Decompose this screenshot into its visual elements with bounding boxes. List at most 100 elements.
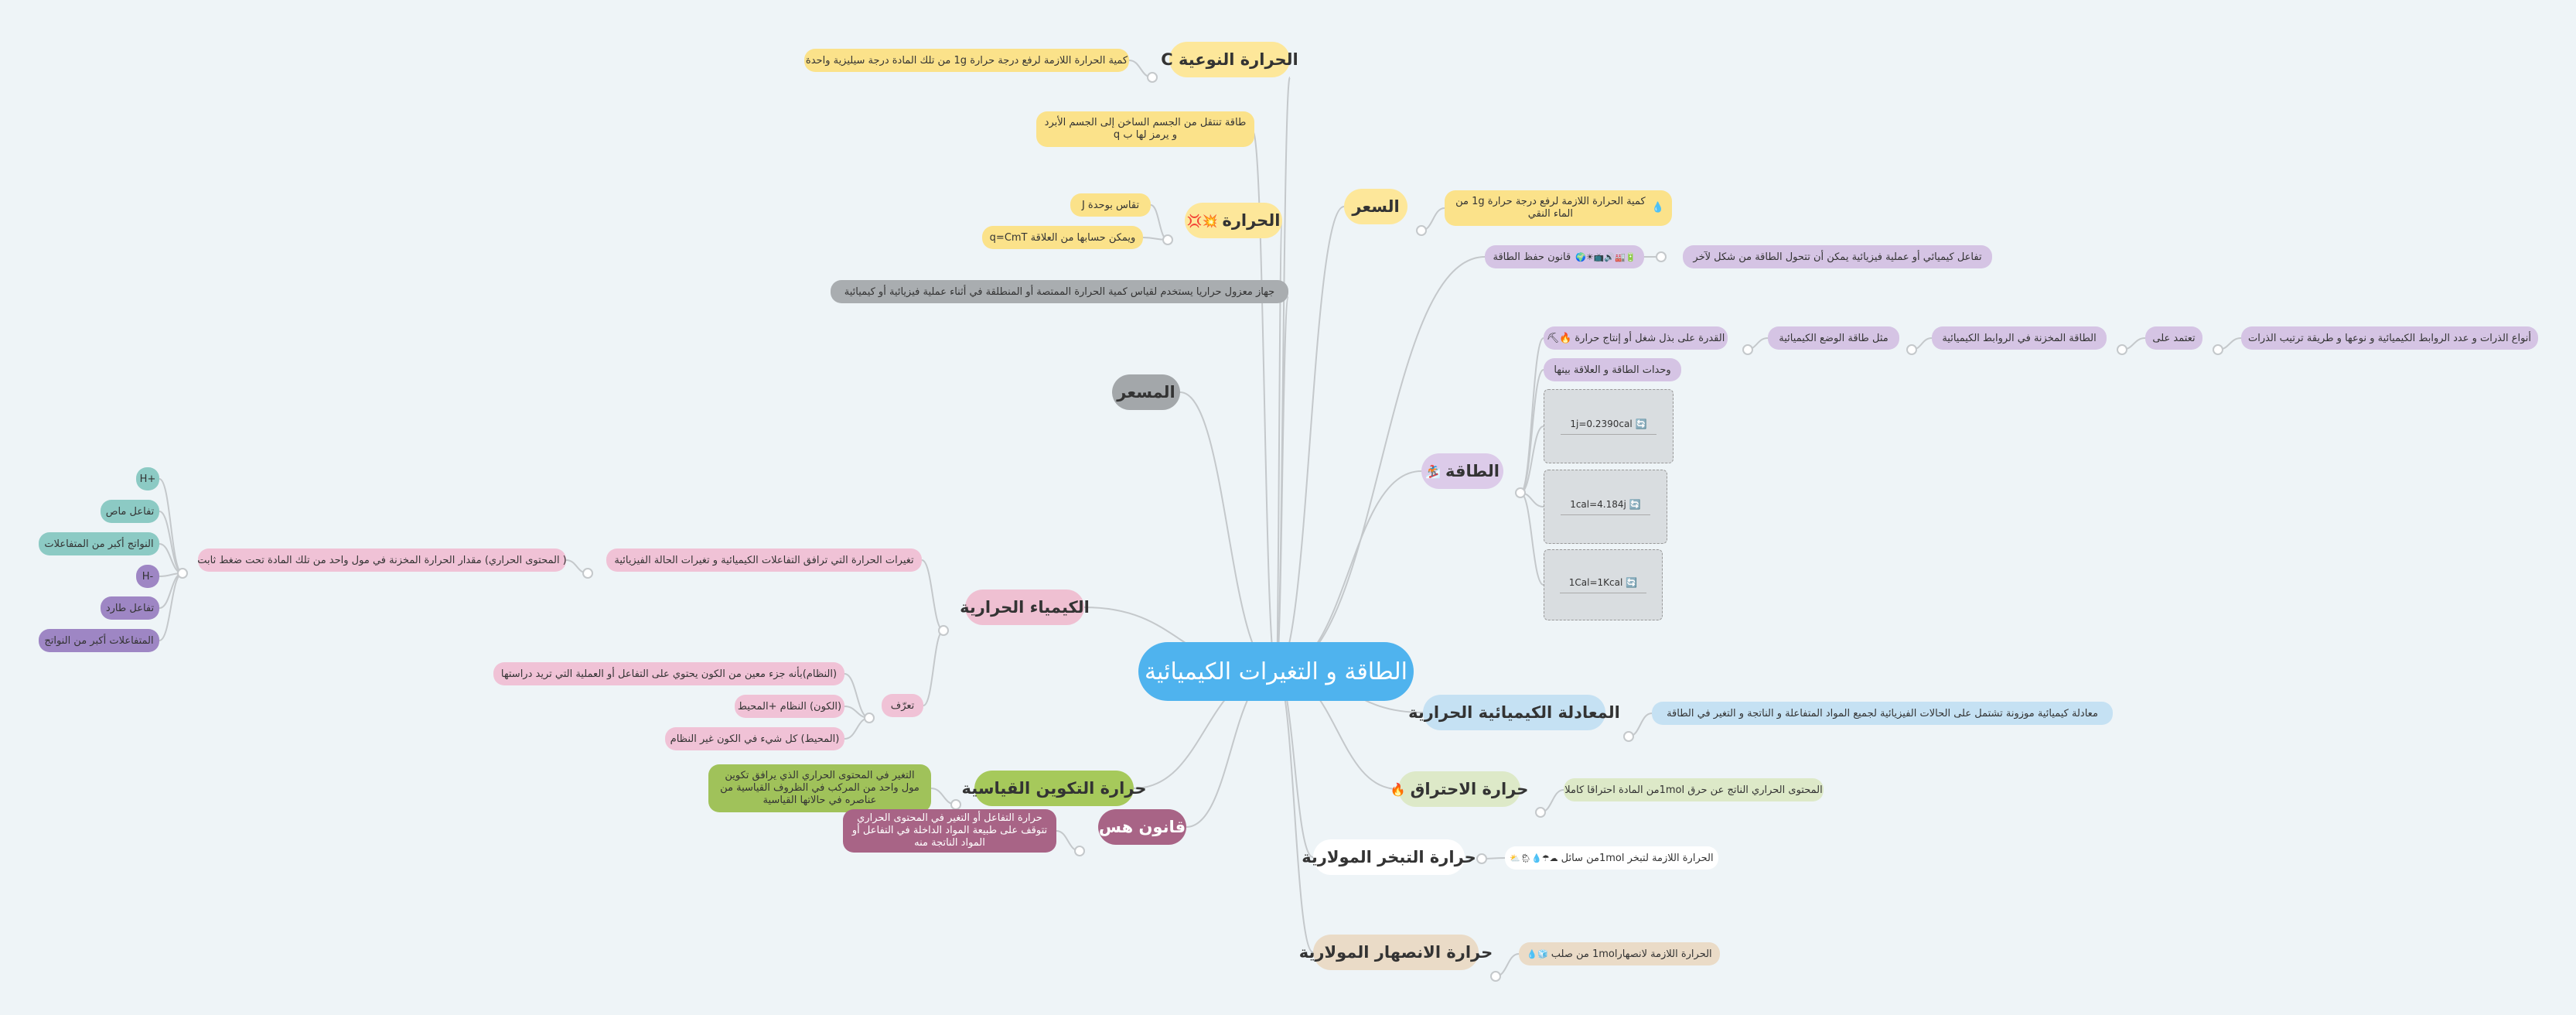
exothermic-description[interactable]: المتفاعلات أكبر من النواتج	[39, 629, 159, 652]
conversion-calorie-joule-line: 🔄1cal=4.184j	[1561, 499, 1650, 515]
energy-forms-icons: 🔋🏭🔊📺☀🌍	[1575, 251, 1636, 262]
swap-icon: 🔄	[1629, 498, 1641, 510]
collapse-dot[interactable]	[1906, 344, 1917, 355]
fire-icon: 🔥	[1390, 781, 1406, 797]
eq3-text: 1Cal=1Kcal	[1568, 576, 1623, 588]
collapse-dot[interactable]	[2213, 344, 2223, 355]
swap-icon: 🔄	[1635, 418, 1647, 429]
topic-specific-heat[interactable]: الحرارة النوعية C	[1161, 42, 1298, 77]
bond-stored-energy[interactable]: الطاقة المخزنة في الروابط الكيميائية	[1932, 326, 2107, 350]
collapse-dot[interactable]	[1623, 731, 1634, 742]
water-drop-icon: 💧	[1651, 202, 1664, 214]
energy-units[interactable]: وحدات الطاقة و العلاقة بينها	[1544, 358, 1681, 381]
root-link-2	[1252, 131, 1277, 672]
collapse-dot[interactable]	[1162, 234, 1173, 245]
combustion-label: حرارة الاحتراق	[1410, 780, 1529, 798]
swap-icon: 🔄	[1626, 576, 1638, 588]
collapse-dot[interactable]	[1535, 807, 1546, 818]
link-energy-ability	[1520, 337, 1544, 494]
link-heat-unit	[1150, 204, 1169, 241]
link-thermo-define	[923, 630, 944, 706]
conservation-definition[interactable]: تفاعل كيميائي أو عملية فيزيائية يمكن أن …	[1683, 245, 1992, 268]
eq2-text: 1cal=4.184j	[1570, 498, 1626, 510]
weather-icons: ☁☂💧🌦⛅	[1510, 853, 1558, 863]
fusion-def-text: الحرارة اللازمة لانصهار1mol من صلب	[1551, 948, 1712, 960]
hess-definition[interactable]: حرارة التفاعل أو التغير في المحتوى الحرا…	[843, 809, 1056, 853]
central-topic[interactable]: الطاقة و التغيرات الكيميائية	[1138, 642, 1414, 701]
conversion-cal-kcal-line: 🔄1Cal=1Kcal	[1559, 576, 1647, 593]
collapse-dot[interactable]	[864, 713, 875, 723]
depends-on[interactable]: تعتمد على	[2145, 326, 2202, 350]
eq1-text: 1j=0.2390cal	[1570, 418, 1633, 429]
conversion-calorie-joule[interactable]: 🔄1cal=4.184j	[1544, 470, 1667, 544]
fusion-definition[interactable]: الحرارة اللازمة لانصهار1mol من صلب 🧊💧	[1519, 942, 1720, 965]
heat-calculation[interactable]: ويمكن حسابها من العلاقة q=CmT	[982, 226, 1143, 249]
conservation-label: قانون حفظ الطاقة	[1493, 251, 1571, 263]
conservation-law[interactable]: 🔋🏭🔊📺☀🌍 قانون حفظ الطاقة	[1485, 245, 1644, 268]
collapse-dot[interactable]	[1147, 72, 1158, 83]
negative-h[interactable]: -H	[136, 565, 159, 588]
collapse-dot[interactable]	[1416, 225, 1427, 236]
collapse-dot[interactable]	[950, 799, 961, 810]
thermochemical-equation-definition[interactable]: معادلة كيميائية موزونة تشتمل على الحالات…	[1652, 702, 2113, 725]
collapse-dot[interactable]	[2117, 344, 2127, 355]
vaporization-definition[interactable]: الحرارة اللازمة لتبخر 1molمن سائل ☁☂💧🌦⛅	[1505, 846, 1718, 870]
topic-heat[interactable]: الحرارة 💥💢	[1185, 203, 1282, 238]
conversion-joule-calorie[interactable]: 🔄1j=0.2390cal	[1544, 389, 1674, 463]
endothermic-description[interactable]: النواتج أكبر من المتفاعلات	[39, 532, 159, 555]
calorie-definition[interactable]: 💧 كمية الحرارة اللازمة لرفع درجة حرارة 1…	[1445, 190, 1672, 226]
topic-thermochemistry[interactable]: الكيمياء الحرارية	[960, 590, 1090, 625]
topic-thermochemical-equation[interactable]: المعادلة الكيميائية الحرارية	[1408, 695, 1620, 730]
topic-vaporization[interactable]: حرارة التبخر المولارية	[1302, 839, 1476, 875]
link-energy-units	[1520, 369, 1544, 494]
endothermic-reaction[interactable]: تفاعل ماص	[101, 500, 159, 523]
collapse-dot[interactable]	[1515, 487, 1526, 498]
specific-heat-definition[interactable]: كمية الحرارة اللازمة لرفع درجة حرارة 1g …	[804, 49, 1129, 72]
calorimeter-definition[interactable]: جهاز معزول حراريا يستخدم لقياس كمية الحر…	[831, 280, 1288, 303]
heat-transfer-definition[interactable]: طاقة تنتقل من الجسم الساخن إلى الجسم الأ…	[1036, 111, 1254, 147]
conversion-cal-kcal[interactable]: 🔄1Cal=1Kcal	[1544, 549, 1663, 620]
energy-ability[interactable]: القدرة على بذل شغل أو إنتاج حرارة 🔥⛏	[1544, 326, 1728, 350]
topic-hess-law[interactable]: قانون هس	[1098, 809, 1186, 845]
collapse-dot[interactable]	[177, 568, 188, 579]
vaporization-def-text: الحرارة اللازمة لتبخر 1molمن سائل	[1561, 852, 1714, 864]
topic-energy[interactable]: الطاقة 🏂	[1421, 453, 1503, 489]
root-link-5	[1275, 206, 1345, 672]
universe-definition[interactable]: (الكون) النظام +المحيط	[735, 695, 844, 718]
topic-combustion[interactable]: حرارة الاحتراق 🔥	[1390, 771, 1528, 807]
topic-standard-formation[interactable]: حرارة التكوين القياسية	[962, 771, 1146, 806]
surroundings-definition[interactable]: (المحيط) كل شيء في الكون غير النظام	[665, 727, 844, 750]
topic-fusion[interactable]: حرارة الانصهار المولارية	[1299, 935, 1493, 970]
collapse-dot[interactable]	[1476, 853, 1487, 864]
collapse-dot[interactable]	[1490, 971, 1501, 982]
energy-ability-text: القدرة على بذل شغل أو إنتاج حرارة	[1575, 332, 1725, 344]
positive-h[interactable]: +H	[136, 467, 159, 490]
system-definition[interactable]: (النظام)بأنه جزء معين من الكون يحتوي على…	[493, 662, 844, 685]
collapse-dot[interactable]	[938, 625, 949, 636]
conversion-joule-calorie-line: 🔄1j=0.2390cal	[1561, 419, 1656, 435]
link-thermo-changes	[921, 559, 944, 631]
root-link-13	[1275, 671, 1314, 953]
topic-calorimeter[interactable]: المسعر	[1112, 374, 1180, 410]
thermochemistry-changes[interactable]: تغيرات الحرارة التي ترافق التفاعلات الكي…	[606, 549, 922, 572]
heat-unit[interactable]: تقاس بوحدة J	[1070, 193, 1151, 217]
collapse-dot[interactable]	[582, 568, 593, 579]
formation-definition[interactable]: التغير في المحتوى الحراري الذي يرافق تكو…	[708, 764, 931, 812]
root-link-4	[1179, 391, 1277, 672]
topic-calorie[interactable]: السعر	[1344, 189, 1407, 224]
enthalpy-definition[interactable]: ( المحتوى الحراري) مقدار الحرارة المخزنة…	[197, 549, 567, 572]
calorie-def-text: كمية الحرارة اللازمة لرفع درجة حرارة 1g …	[1455, 196, 1646, 220]
fire-pick-icons: 🔥⛏	[1546, 332, 1572, 344]
exothermic-reaction[interactable]: تفاعل طارد	[101, 596, 159, 620]
chemical-potential-energy[interactable]: مثل طاقة الوضع الكيميائية	[1768, 326, 1899, 350]
heat-label: الحرارة	[1222, 211, 1281, 230]
collapse-dot[interactable]	[1074, 846, 1085, 856]
energy-label: الطاقة	[1445, 462, 1500, 480]
collapse-dot[interactable]	[1656, 251, 1667, 262]
snowboarder-icon: 🏂	[1425, 463, 1441, 479]
collapse-dot[interactable]	[1742, 344, 1753, 355]
define-terms[interactable]: تعرّف	[882, 694, 923, 717]
ice-water-icons: 🧊💧	[1527, 948, 1548, 959]
combustion-definition[interactable]: المحتوى الحراري الناتج عن حرق 1molمن الم…	[1564, 778, 1824, 801]
energy-factors[interactable]: أنواع الذرات و عدد الروابط الكيميائية و …	[2241, 326, 2538, 350]
